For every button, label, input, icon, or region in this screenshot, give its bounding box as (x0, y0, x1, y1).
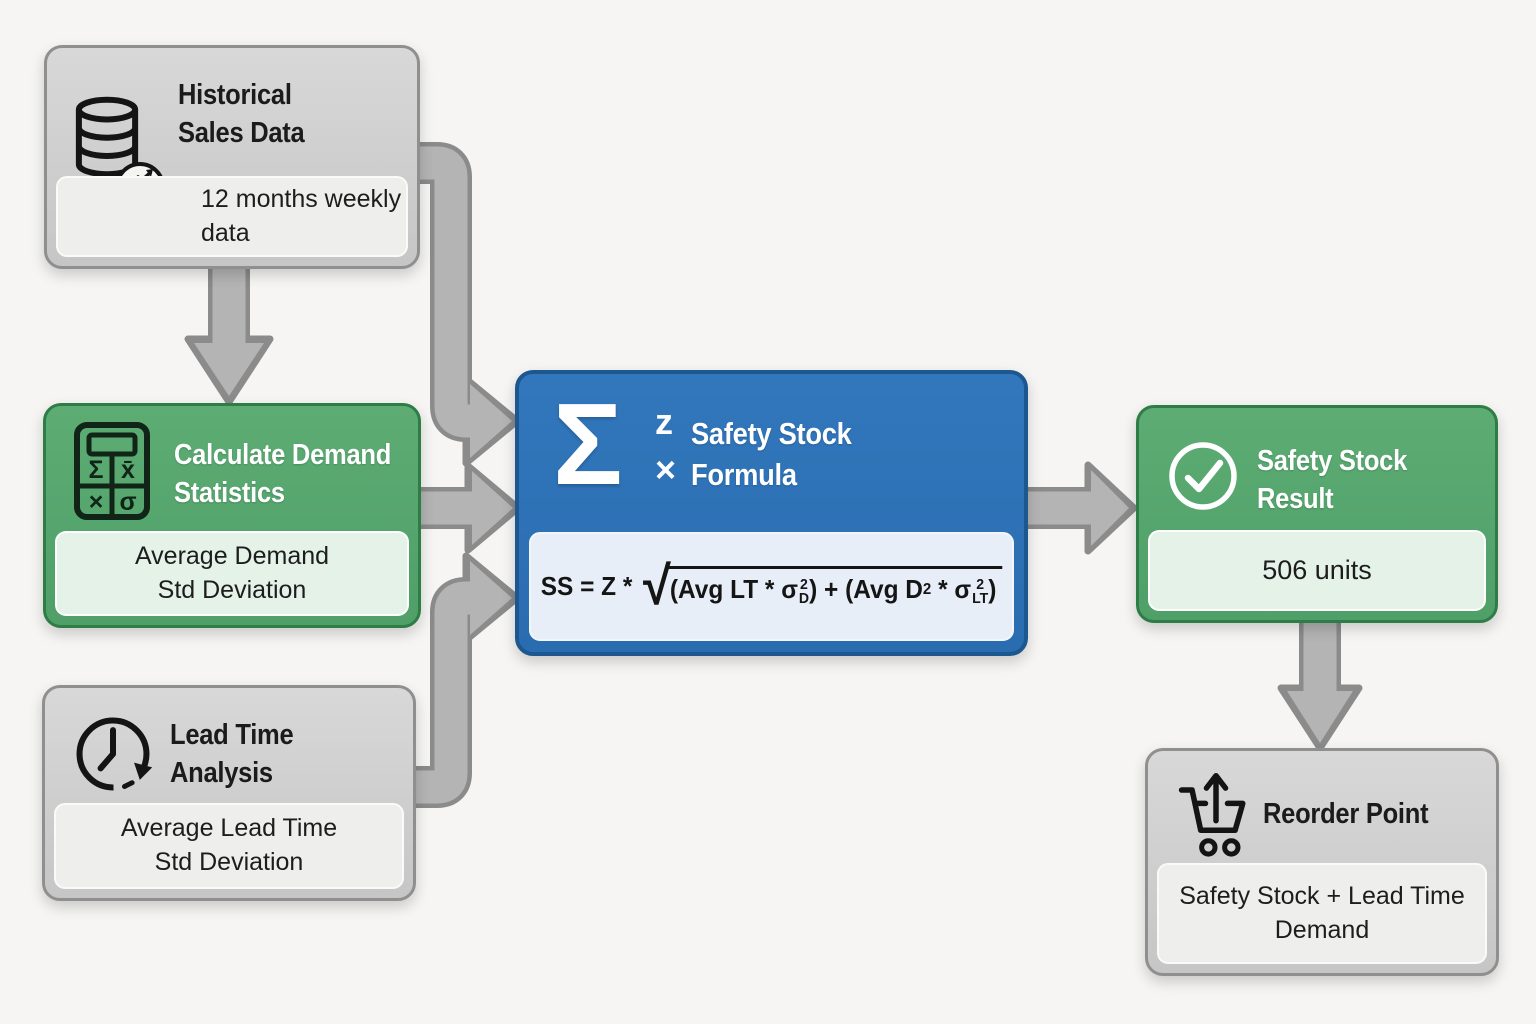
node-subtitle-panel: Safety Stock + Lead Time Demand (1157, 863, 1487, 964)
calculator-icon: Σ x̄ × σ (72, 420, 152, 522)
node-title: Calculate Demand Statistics (174, 436, 391, 513)
title-line-2: Statistics (174, 477, 285, 510)
connector-result-to-reorder (1277, 615, 1363, 752)
calc-glyph-sigma: σ (119, 488, 136, 516)
connector-historical-to-formula (410, 142, 521, 467)
title-line-2: Formula (691, 456, 797, 492)
node-lead-time-analysis: Lead Time Analysis Average Lead Time Std… (42, 685, 416, 901)
title-line-1: Lead Time (170, 719, 294, 751)
node-subtitle: Safety Stock + Lead Time Demand (1179, 881, 1465, 944)
connector-historical-to-demand (184, 262, 274, 406)
title-line-1: Safety Stock (691, 416, 852, 451)
node-subtitle-line-2: Std Deviation (157, 575, 307, 604)
node-safety-stock-formula: Σ z × Safety Stock Formula SS = Z * √(Av… (515, 370, 1028, 656)
connector-leadtime-to-formula (408, 552, 521, 808)
node-title: Safety Stock Formula (691, 414, 852, 496)
calc-glyph-sum: Σ (88, 456, 103, 484)
node-title: Historical Sales Data (178, 76, 305, 153)
sigma-glyph: Σ (553, 379, 623, 509)
calc-glyph-mean: x̄ (121, 456, 135, 484)
sigma-z-glyph: z (655, 401, 673, 442)
connector-formula-to-result (1016, 461, 1138, 555)
title-line-2: Sales Data (178, 117, 305, 150)
node-calculate-demand-statistics: Σ x̄ × σ Calculate Demand Statistics Ave… (43, 403, 421, 628)
title-line-2: Analysis (170, 757, 273, 790)
node-subtitle: 12 months weekly data (201, 184, 402, 247)
sigma-icon: Σ z × (553, 379, 676, 509)
node-subtitle-panel: Average Lead Time Std Deviation (54, 803, 404, 889)
node-subtitle-panel: 12 months weekly data (56, 176, 408, 257)
node-subtitle-line-2: Std Deviation (154, 848, 304, 876)
node-subtitle-line-1: Average Demand (134, 541, 330, 570)
title-line-1: Calculate Demand (174, 439, 392, 471)
title-line-1: Safety Stock (1257, 445, 1408, 477)
node-title: Reorder Point (1263, 795, 1429, 833)
node-reorder-point: Reorder Point Safety Stock + Lead Time D… (1145, 748, 1499, 976)
sigma-x-glyph: × (655, 449, 677, 490)
title-line-2: Result (1257, 483, 1334, 516)
check-circle-icon (1165, 438, 1241, 514)
cart-up-arrow-icon (1172, 767, 1260, 859)
node-title: Safety Stock Result (1257, 442, 1407, 519)
calc-glyph-times: × (89, 488, 104, 516)
title-line-1: Reorder Point (1263, 798, 1429, 830)
node-safety-stock-result: Safety Stock Result 506 units (1136, 405, 1498, 623)
result-value: 506 units (1262, 555, 1372, 586)
node-subtitle-line-1: Average Lead Time (120, 814, 338, 843)
title-line-1: Historical (178, 79, 292, 111)
node-title: Lead Time Analysis (170, 716, 294, 793)
formula-lhs: SS = Z * (540, 570, 640, 601)
clock-cycle-icon (69, 710, 153, 798)
node-subtitle-panel: 506 units (1148, 530, 1486, 611)
connector-demand-to-formula (412, 462, 522, 554)
node-subtitle-panel: Average Demand Std Deviation (55, 531, 409, 616)
node-historical-sales-data: Historical Sales Data 12 months weekly d… (44, 45, 420, 269)
